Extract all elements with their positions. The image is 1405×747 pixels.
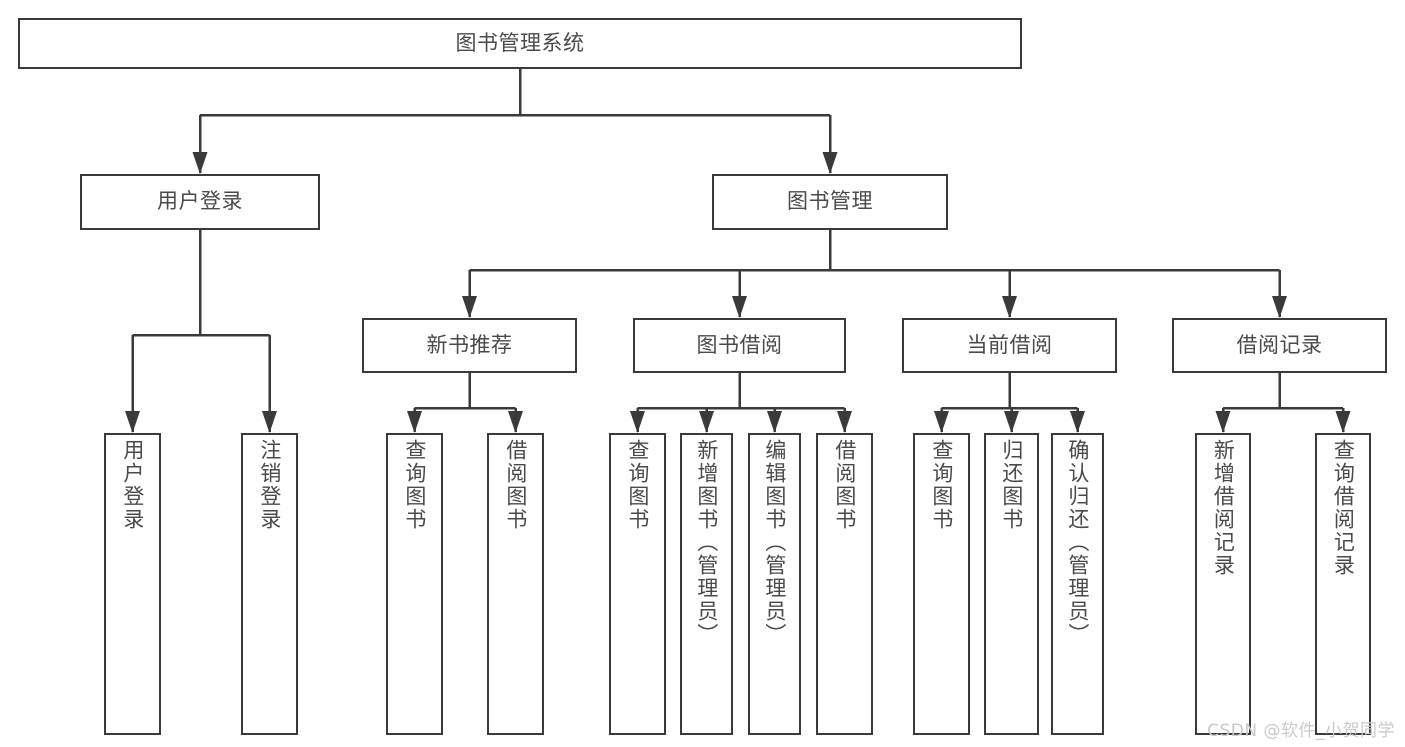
arrow-head-icon	[407, 411, 422, 433]
arrow-head-icon	[837, 411, 852, 433]
arrow-head-icon	[508, 411, 523, 433]
node-label-root: 图书管理系统	[455, 30, 585, 55]
node-label-leaf-rec-add: 新增借阅记录	[1211, 439, 1236, 577]
node-leaf-br-add: 新增图书（管理员）	[680, 433, 733, 735]
node-label-leaf-br-add: 新增图书（管理员）	[694, 439, 719, 646]
arrow-head-icon	[630, 411, 645, 433]
node-leaf-br-edit: 编辑图书（管理员）	[748, 433, 801, 735]
node-leaf-new-query: 查询图书	[386, 433, 443, 735]
node-label-borrow: 图书借阅	[696, 332, 783, 357]
node-root: 图书管理系统	[18, 18, 1022, 69]
node-label-leaf-new-borrow: 借阅图书	[503, 439, 528, 531]
arrow-head-icon	[732, 296, 747, 318]
node-leaf-br-query: 查询图书	[609, 433, 666, 735]
arrow-head-icon	[767, 411, 782, 433]
node-leaf-rec-add: 新增借阅记录	[1195, 433, 1251, 735]
node-label-leaf-cur-confirm: 确认归还（管理员）	[1065, 439, 1090, 646]
arrow-head-icon	[1002, 296, 1017, 318]
node-leaf-cur-return: 归还图书	[984, 433, 1039, 735]
node-label-current: 当前借阅	[966, 332, 1053, 357]
node-label-records: 借阅记录	[1236, 332, 1323, 357]
arrow-head-icon	[822, 152, 838, 174]
node-label-leaf-cur-return: 归还图书	[999, 439, 1024, 531]
node-label-leaf-br-query: 查询图书	[625, 439, 650, 531]
arrow-head-icon	[1335, 411, 1351, 433]
node-label-newbook: 新书推荐	[426, 332, 513, 357]
node-leaf-br-borrow: 借阅图书	[816, 433, 873, 735]
node-label-leaf-br-borrow: 借阅图书	[832, 439, 857, 531]
watermark-text: CSDN @软件_小贺同学	[1207, 721, 1395, 741]
node-leaf-cur-query: 查询图书	[913, 433, 970, 735]
node-label-login: 用户登录	[157, 189, 243, 214]
arrow-head-icon	[1272, 296, 1287, 318]
node-label-leaf-user-logout: 注销登录	[257, 439, 282, 531]
node-records: 借阅记录	[1172, 318, 1387, 373]
arrow-head-icon	[125, 411, 140, 433]
arrow-head-icon	[699, 411, 714, 433]
arrow-head-icon	[934, 411, 949, 433]
arrow-head-icon	[462, 296, 477, 318]
node-label-leaf-new-query: 查询图书	[402, 439, 427, 531]
node-label-leaf-cur-query: 查询图书	[929, 439, 954, 531]
node-current: 当前借阅	[902, 318, 1117, 373]
arrow-head-icon	[1070, 411, 1085, 433]
arrow-head-icon	[1004, 411, 1019, 433]
node-leaf-rec-query: 查询借阅记录	[1315, 433, 1371, 735]
node-leaf-cur-confirm: 确认归还（管理员）	[1051, 433, 1104, 735]
arrow-head-icon	[1215, 411, 1231, 433]
node-leaf-user-login: 用户登录	[104, 433, 161, 735]
node-leaf-user-logout: 注销登录	[241, 433, 298, 735]
node-leaf-new-borrow: 借阅图书	[487, 433, 544, 735]
node-label-leaf-rec-query: 查询借阅记录	[1331, 439, 1356, 577]
arrow-head-icon	[262, 411, 277, 433]
node-newbook: 新书推荐	[362, 318, 577, 373]
node-borrow: 图书借阅	[633, 318, 846, 373]
node-login: 用户登录	[80, 174, 320, 230]
node-label-bookmgmt: 图书管理	[787, 189, 873, 214]
node-label-leaf-br-edit: 编辑图书（管理员）	[762, 439, 787, 646]
node-bookmgmt: 图书管理	[712, 174, 948, 230]
node-label-leaf-user-login: 用户登录	[120, 439, 145, 531]
arrow-head-icon	[192, 152, 208, 174]
